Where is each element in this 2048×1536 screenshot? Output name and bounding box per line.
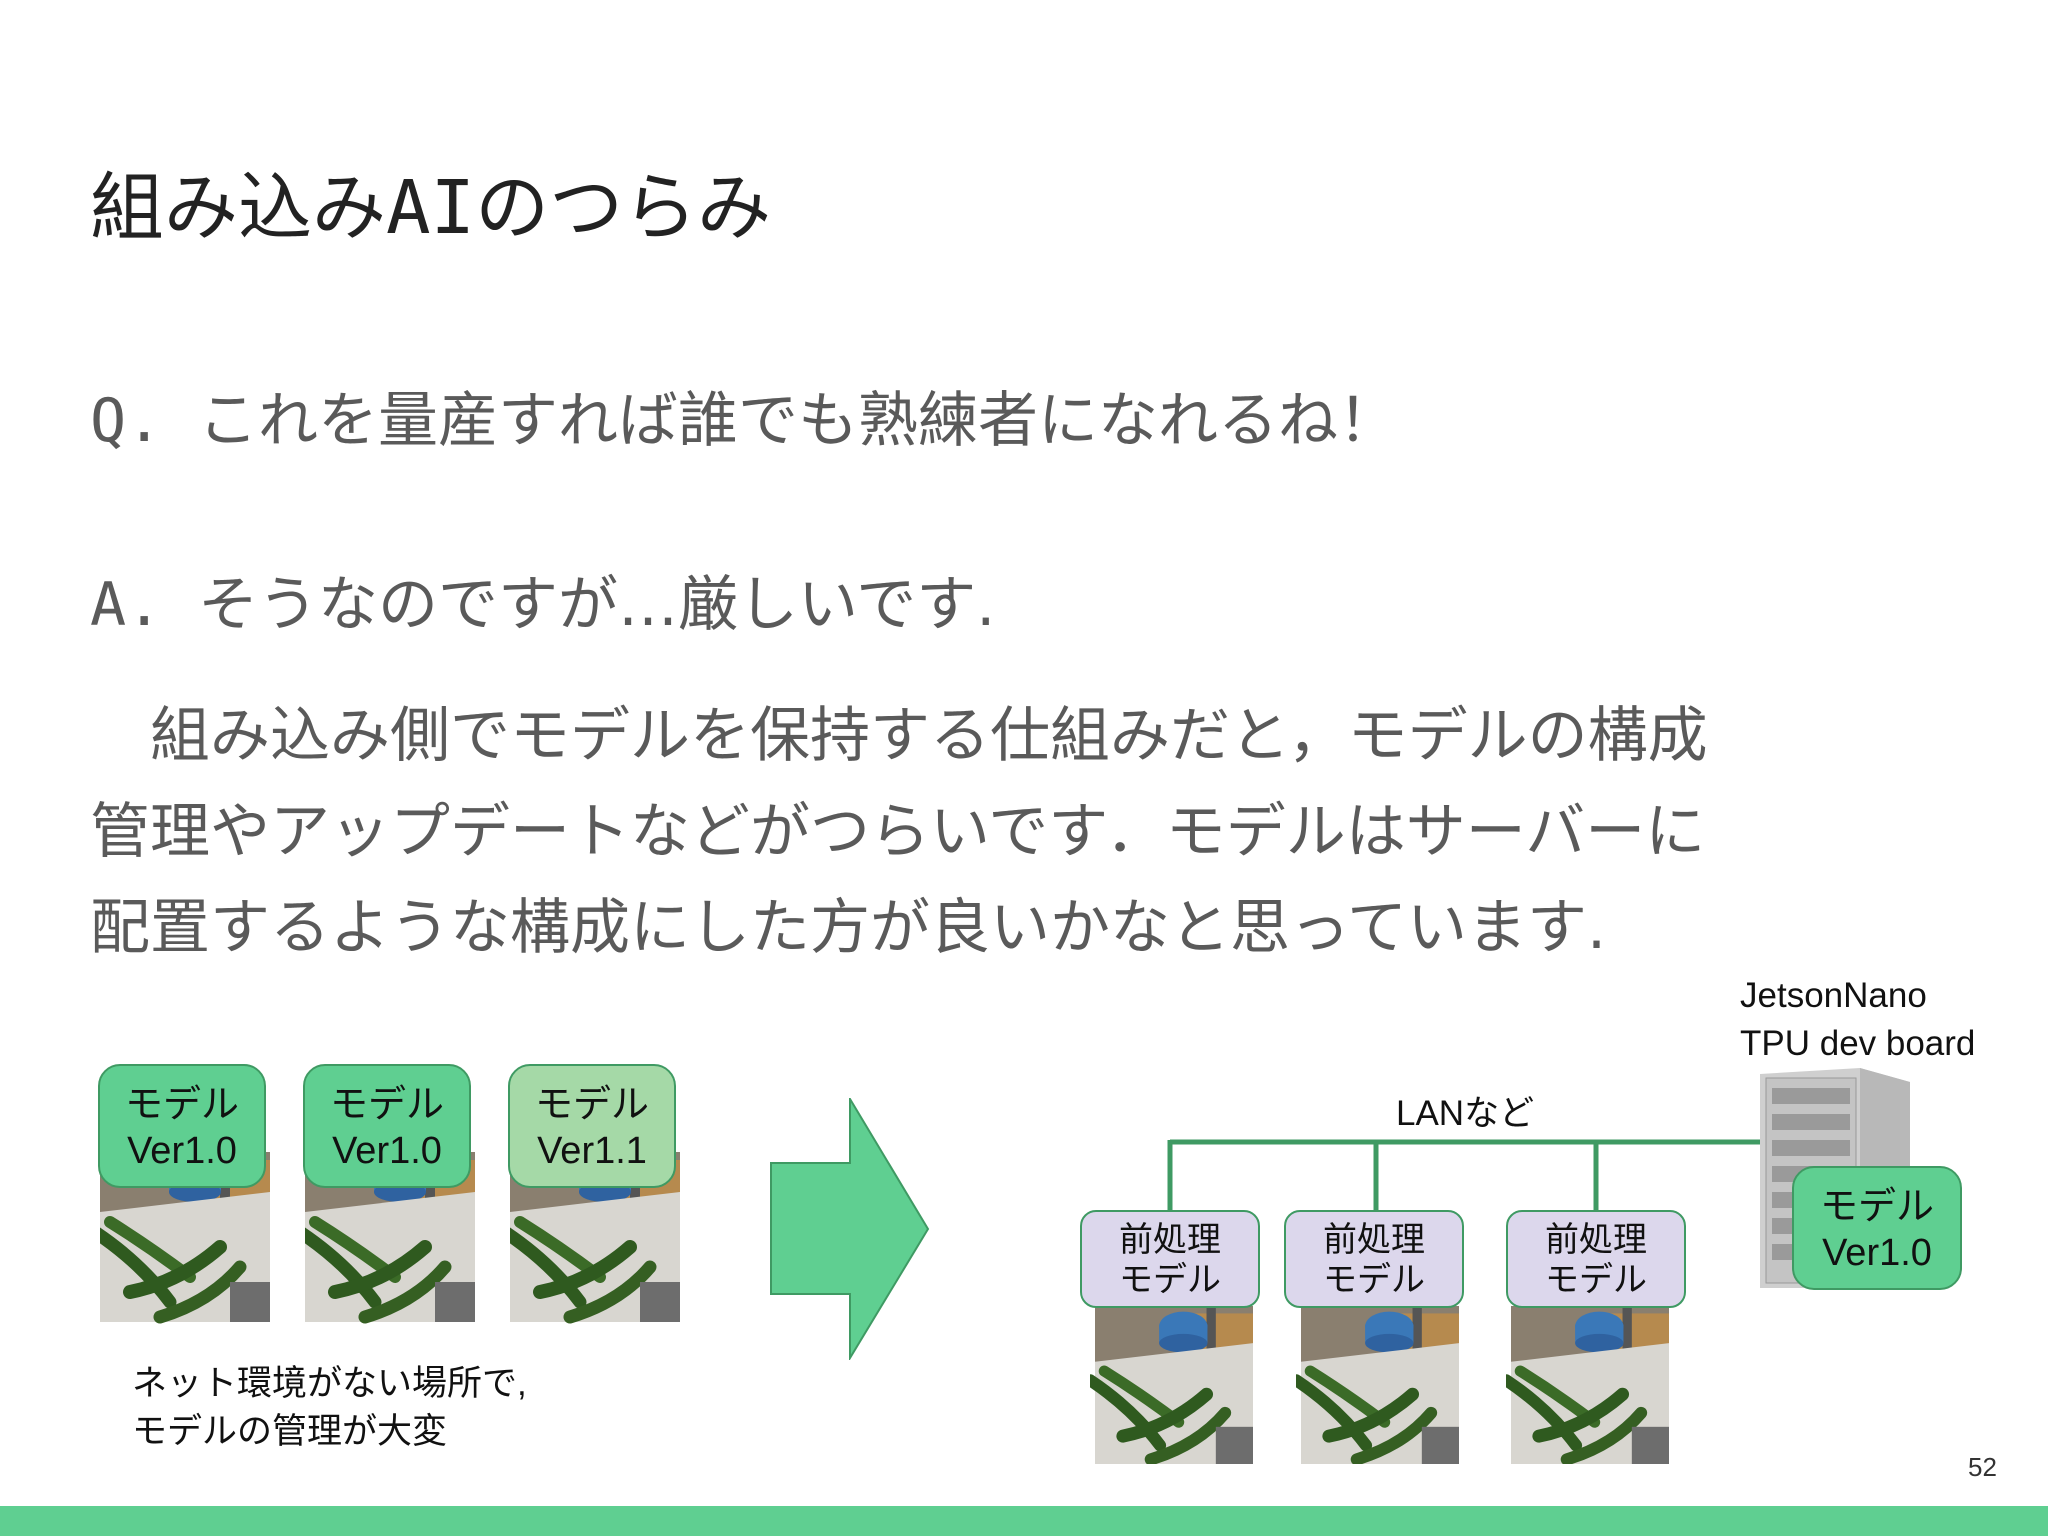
device-model-tag: モデル Ver1.1	[508, 1064, 676, 1188]
left-caption: ネット環境がない場所で, モデルの管理が大変	[132, 1360, 527, 1456]
question-label: Q.	[90, 386, 163, 456]
preprocess-line: モデル	[1119, 1261, 1221, 1299]
answer-text: そうなのですが…厳しいです.	[198, 570, 996, 640]
server-model-tag: モデル Ver1.0	[1792, 1166, 1962, 1290]
footer-bar	[0, 1506, 2048, 1536]
caption-line: ネット環境がない場所で,	[132, 1364, 527, 1403]
preprocess-line: 前処理	[1545, 1221, 1647, 1259]
lan-lines	[1167, 1139, 1782, 1212]
page-number: 52	[1968, 1452, 1997, 1482]
model-name: モデル	[1819, 1186, 1934, 1228]
preprocess-model-tag: 前処理 モデル	[1506, 1210, 1686, 1308]
model-version: Ver1.0	[1822, 1232, 1932, 1274]
model-version: Ver1.0	[127, 1130, 237, 1172]
preprocess-line: 前処理	[1119, 1221, 1221, 1259]
paragraph-line: 管理やアップデートなどがつらいです．モデルはサーバーに	[90, 797, 1706, 867]
slide-title: 組み込みAIのつらみ	[90, 165, 772, 251]
right-arrow-icon	[770, 1098, 930, 1360]
preprocess-line: モデル	[1545, 1261, 1647, 1299]
server-label-line: JetsonNano	[1740, 976, 1927, 1015]
preprocess-model-tag: 前処理 モデル	[1080, 1210, 1260, 1308]
network-label: LANなど	[1396, 1094, 1535, 1133]
preprocess-line: 前処理	[1323, 1221, 1425, 1259]
explanation-paragraph: 組み込み側でモデルを保持する仕組みだと，モデルの構成 管理やアップデートなどがつ…	[90, 688, 1990, 976]
client-photo	[1296, 1306, 1464, 1464]
model-name: モデル	[124, 1084, 239, 1126]
model-name: モデル	[329, 1084, 444, 1126]
preprocess-line: モデル	[1323, 1261, 1425, 1299]
model-name: モデル	[534, 1084, 649, 1126]
device-model-tag: モデル Ver1.0	[98, 1064, 266, 1188]
server-label: JetsonNano TPU dev board	[1740, 972, 1975, 1068]
paragraph-line: 組み込み側でモデルを保持する仕組みだと，モデルの構成	[90, 701, 1708, 771]
model-version: Ver1.1	[537, 1130, 647, 1172]
device-model-tag: モデル Ver1.0	[303, 1064, 471, 1188]
paragraph-line: 配置するような構成にした方が良いかなと思っています.	[90, 893, 1607, 963]
answer-label: A.	[90, 570, 163, 640]
caption-line: モデルの管理が大変	[132, 1412, 448, 1451]
question-text: これを量産すれば誰でも熟練者になれるね！	[198, 386, 1398, 456]
client-photo	[1506, 1306, 1674, 1464]
server-label-line: TPU dev board	[1740, 1024, 1976, 1063]
preprocess-model-tag: 前処理 モデル	[1284, 1210, 1464, 1308]
question-line: Q. これを量産すれば誰でも熟練者になれるね！	[90, 372, 1398, 459]
model-version: Ver1.0	[332, 1130, 442, 1172]
answer-line: A. そうなのですが…厳しいです.	[90, 556, 995, 643]
client-photo	[1090, 1306, 1258, 1464]
